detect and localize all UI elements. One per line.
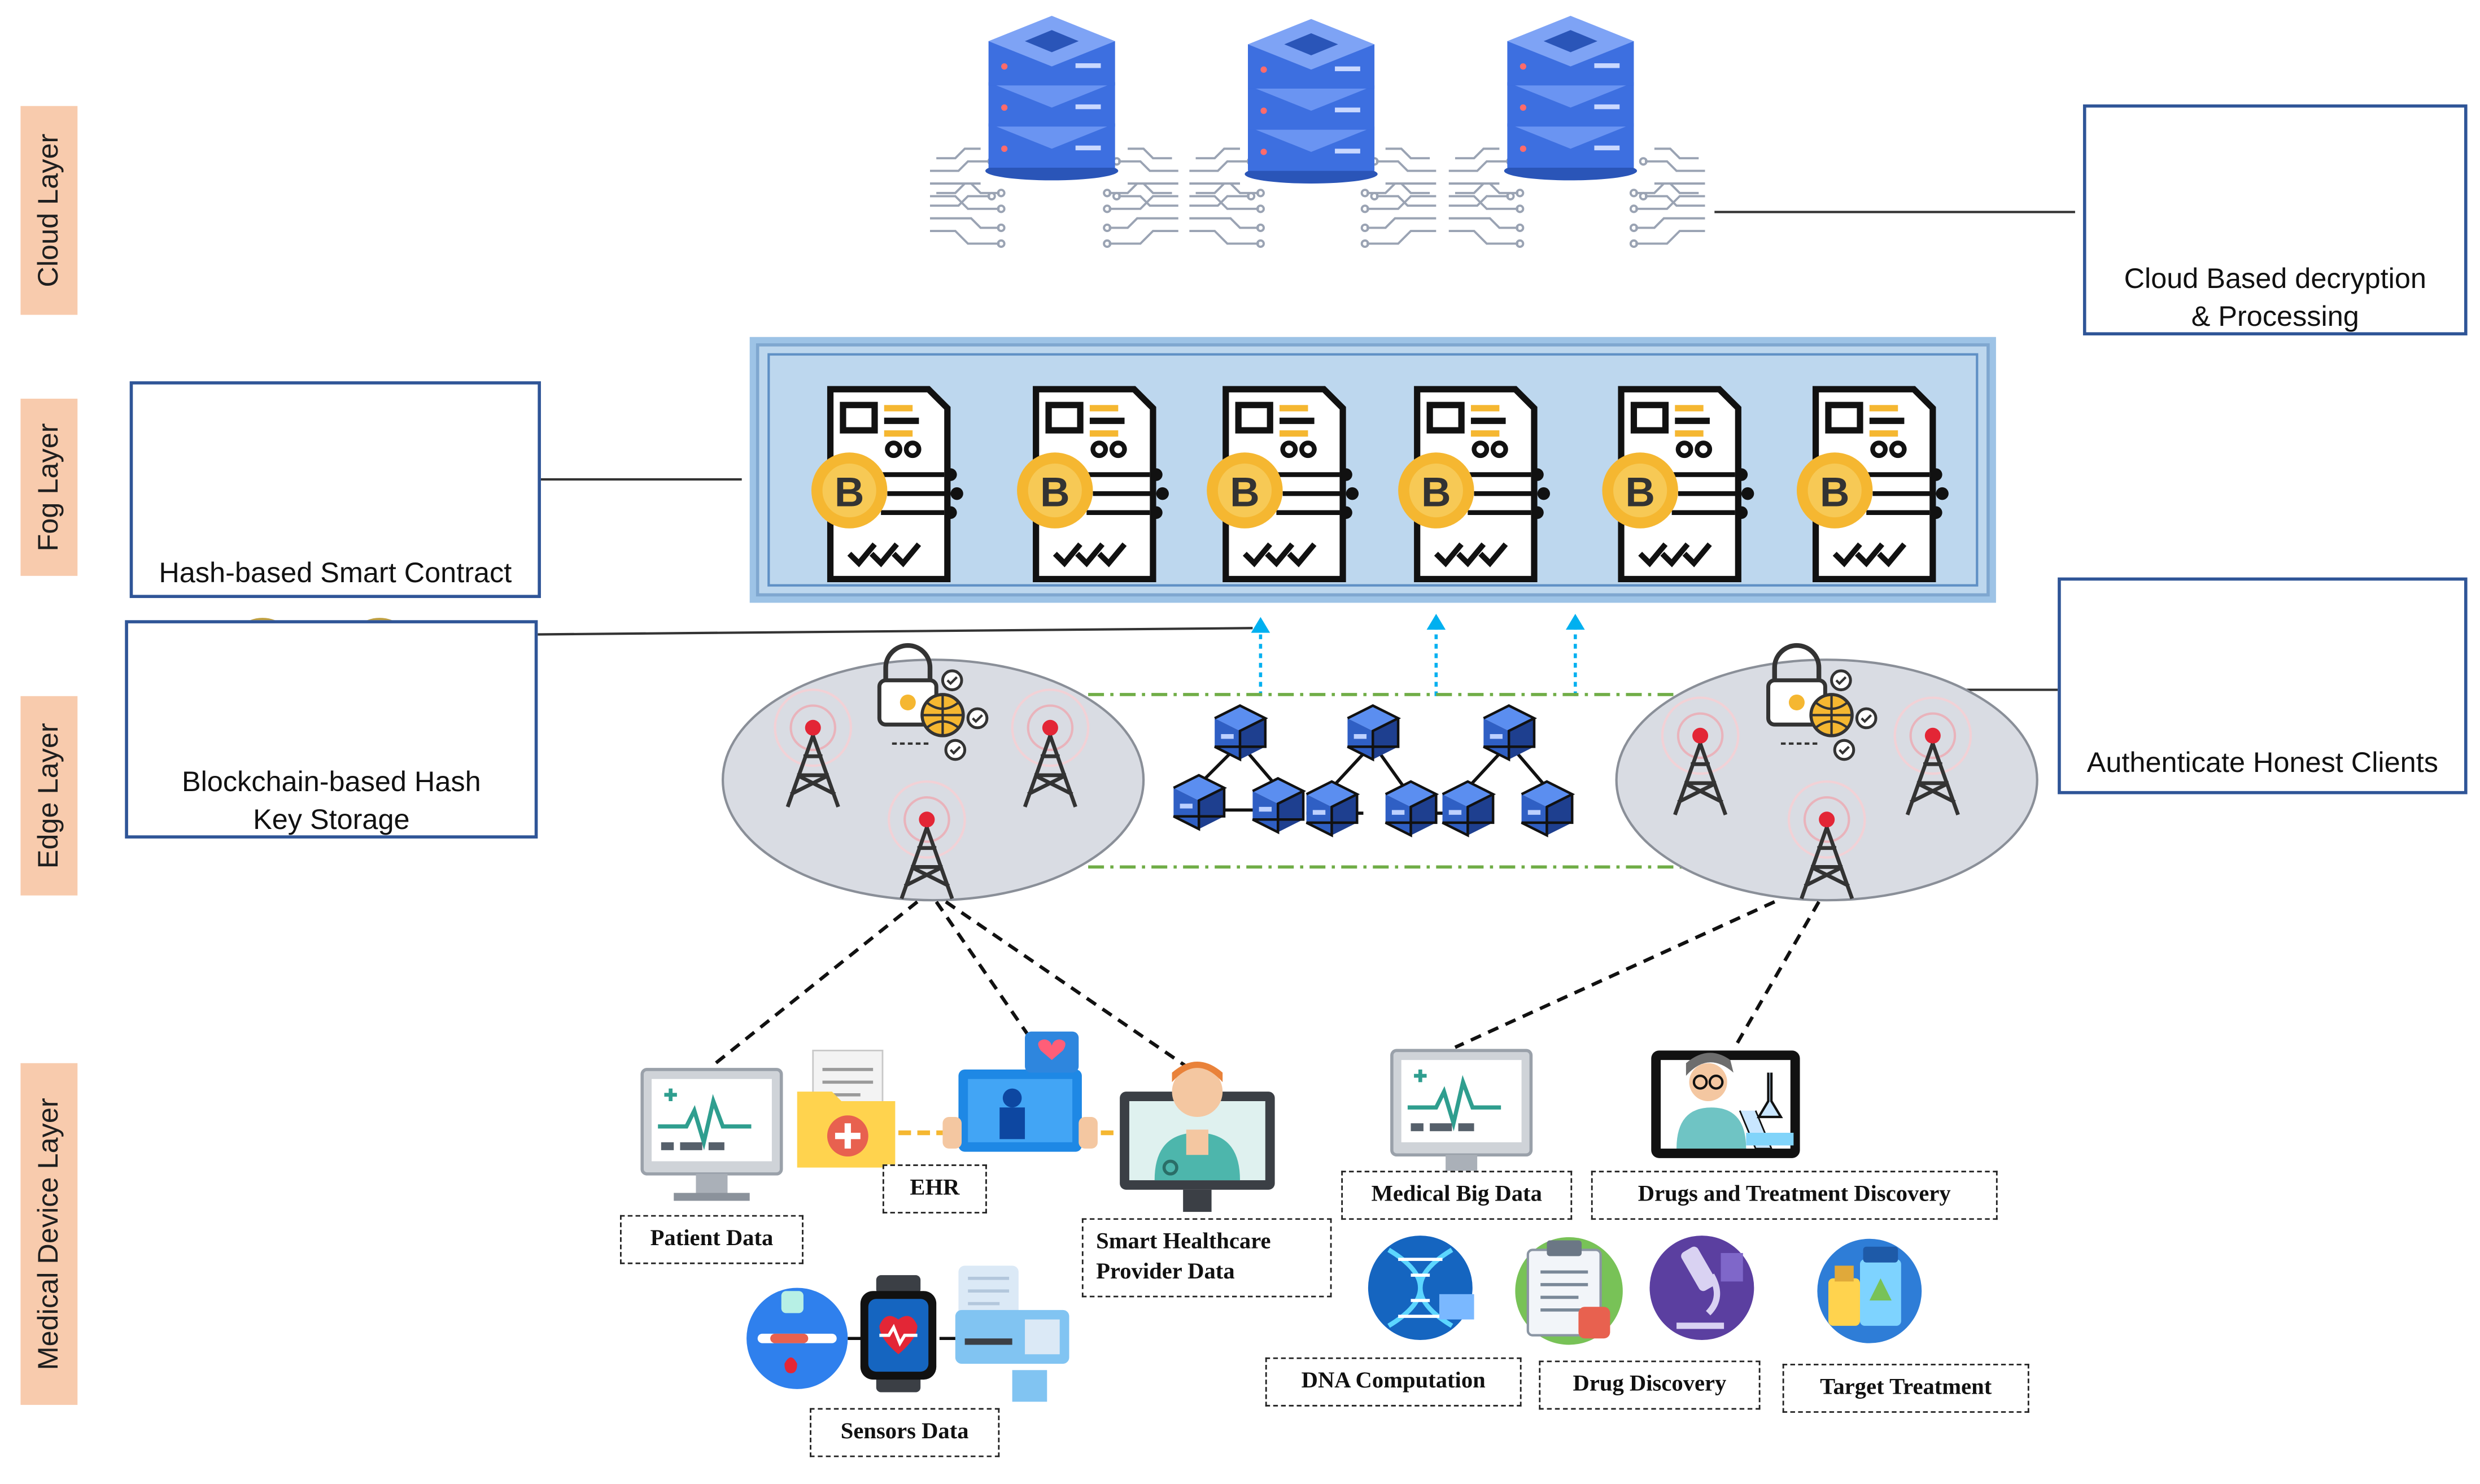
smart-contract-icon — [1398, 389, 1550, 579]
cloud-processing-label-line1: Cloud Based decryption — [2124, 263, 2426, 295]
drug-discovery-clipboard-icon — [1515, 1237, 1623, 1345]
smart-contract-icon — [811, 389, 963, 579]
patient-monitor-icon — [642, 1070, 781, 1201]
authenticate-box: Authenticate Honest Clients — [2058, 577, 2468, 795]
medical-big-data-text: Medical Big Data — [1371, 1181, 1542, 1207]
cloud-servers — [929, 16, 1706, 248]
hash-key-storage-label-line1: Blockchain-based Hash — [181, 766, 481, 798]
smart-contract-icon — [1602, 389, 1754, 579]
edge-cluster-left — [721, 645, 1145, 902]
smart-contract-box: Hash-based Smart Contract — [129, 381, 541, 599]
drug-discovery-label: Drug Discovery — [1539, 1360, 1761, 1410]
blockchain-icon — [1173, 706, 1572, 836]
patient-data-label: Patient Data — [620, 1215, 804, 1264]
ehr-label: EHR — [882, 1164, 987, 1214]
patient-data-text: Patient Data — [650, 1226, 774, 1252]
dna-computation-text: DNA Computation — [1301, 1368, 1486, 1394]
big-data-monitor-icon — [1392, 1050, 1531, 1182]
cloud-processing-label-line2: & Processing — [2191, 300, 2359, 333]
smart-provider-label: Smart Healthcare Provider Data — [1081, 1218, 1332, 1298]
microscope-icon — [1649, 1236, 1754, 1341]
target-treatment-text: Target Treatment — [1820, 1374, 1992, 1400]
server-icon — [1504, 16, 1638, 181]
authenticate-label: Authenticate Honest Clients — [2086, 747, 2438, 779]
smart-contract-label: Hash-based Smart Contract — [159, 557, 512, 589]
cloud-processing-box: Cloud Based decryption & Processing — [2082, 104, 2468, 335]
smart-contract-icon — [1207, 389, 1359, 579]
smart-provider-text-line1: Smart Healthcare — [1096, 1229, 1271, 1255]
edge-cluster-right — [1615, 645, 2038, 902]
sensors-icon — [746, 1265, 1069, 1402]
server-icon — [1245, 19, 1378, 184]
drug-research-icon — [1651, 1050, 1800, 1158]
drugs-treatment-label: Drugs and Treatment Discovery — [1591, 1171, 1998, 1220]
device-layer-tab: Medical Device Layer — [20, 1063, 78, 1405]
healthcare-provider-icon — [1120, 1061, 1275, 1212]
drug-discovery-text: Drug Discovery — [1573, 1372, 1727, 1397]
target-treatment-label: Target Treatment — [1782, 1364, 2029, 1413]
ehr-text: EHR — [910, 1175, 960, 1201]
sensors-text: Sensors Data — [840, 1419, 969, 1444]
edge-layer-tab: Edge Layer — [20, 696, 78, 896]
fog-layer-tab: Fog Layer — [20, 399, 78, 576]
hash-key-storage-label-line2: Key Storage — [253, 804, 410, 836]
smart-contract-icon — [1017, 389, 1169, 579]
ehr-tablet-icon — [942, 1031, 1098, 1152]
sensors-label: Sensors Data — [810, 1408, 1000, 1457]
hash-key-storage-box: Blockchain-based Hash Key Storage — [125, 620, 538, 839]
fog-panel — [749, 337, 1996, 603]
server-icon — [985, 16, 1119, 181]
drugs-treatment-text: Drugs and Treatment Discovery — [1638, 1181, 1951, 1207]
smart-provider-text-line2: Provider Data — [1096, 1259, 1235, 1285]
dna-icon — [1368, 1236, 1474, 1341]
medical-big-data-label: Medical Big Data — [1341, 1171, 1573, 1220]
smart-contract-icon — [1797, 389, 1949, 579]
cloud-layer-tab: Cloud Layer — [20, 106, 78, 315]
ehr-folder-icon — [797, 1049, 896, 1168]
target-treatment-icon — [1817, 1238, 1922, 1343]
dna-computation-label: DNA Computation — [1265, 1357, 1522, 1407]
